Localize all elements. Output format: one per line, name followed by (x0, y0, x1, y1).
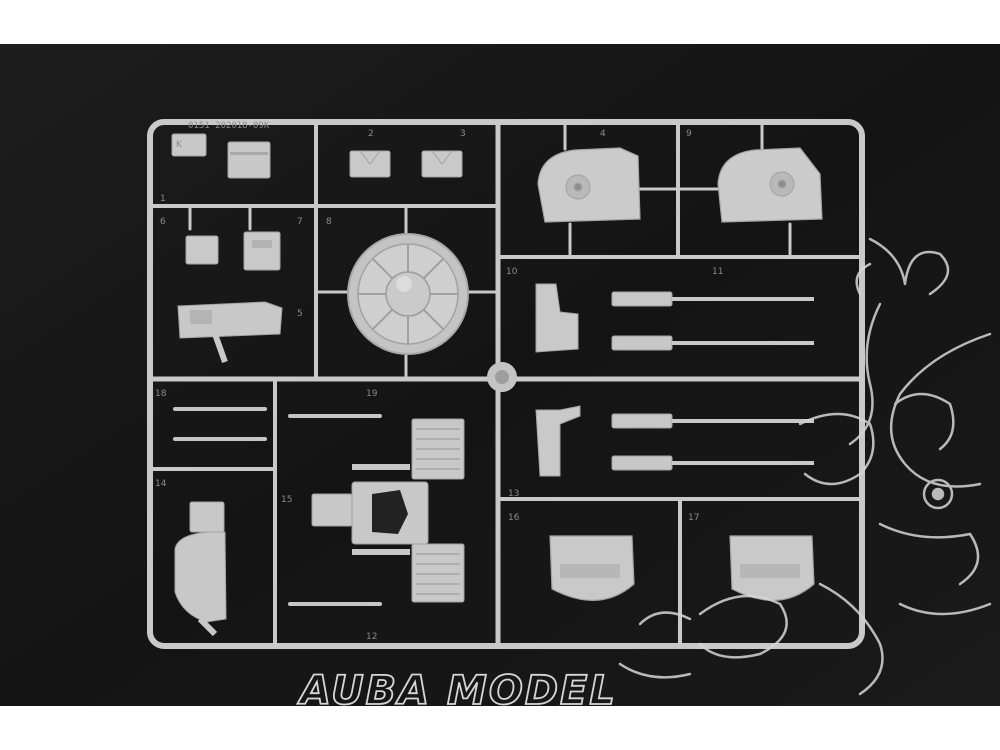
part-number-19: 19 (366, 389, 378, 399)
part-side-plates (535, 283, 581, 477)
part-number-12: 12 (366, 632, 377, 642)
part-engine-grilles (311, 418, 465, 603)
sprue-code: 0151 202018-09K (188, 121, 270, 131)
part-machine-guns (611, 291, 814, 471)
part-turret-ring (347, 233, 469, 355)
watermark-drawing (618, 237, 992, 696)
part-number-8: 8 (326, 217, 332, 227)
part-number-3: 3 (460, 129, 466, 139)
part-number-5: 5 (297, 309, 303, 319)
watermark-text: AUBA MODEL (297, 668, 617, 706)
part-number-15: 15 (281, 495, 292, 505)
part-number-4: 4 (600, 129, 606, 139)
part-number-7: 7 (297, 217, 303, 227)
part-number-18: 18 (155, 389, 167, 399)
part-turret-bottoms (549, 535, 815, 601)
part-number-13: 13 (508, 489, 519, 499)
part-number-9: 9 (686, 129, 692, 139)
part-number-1: 1 (160, 194, 166, 204)
part-box-top-left (171, 133, 271, 179)
sprue-photo: AUBA MODEL 0151 202018-09K K 1 2 3 4 5 6… (0, 44, 1000, 706)
part-rods (173, 407, 382, 606)
part-number-2: 2 (368, 129, 374, 139)
part-number-10: 10 (506, 267, 518, 277)
part-hatches (349, 150, 463, 178)
part-number-14: 14 (155, 479, 167, 489)
part-number-11: 11 (712, 267, 723, 277)
part-turret-plates (537, 147, 823, 223)
sprue-frame (147, 119, 865, 649)
sprue-hub (487, 362, 517, 392)
sprue-letter: K (176, 140, 183, 150)
part-mudguard (174, 501, 227, 637)
part-number-17: 17 (688, 513, 699, 523)
part-number-16: 16 (508, 513, 520, 523)
part-bracket (177, 301, 283, 364)
part-number-6: 6 (160, 217, 166, 227)
part-small-boxes (185, 231, 281, 271)
